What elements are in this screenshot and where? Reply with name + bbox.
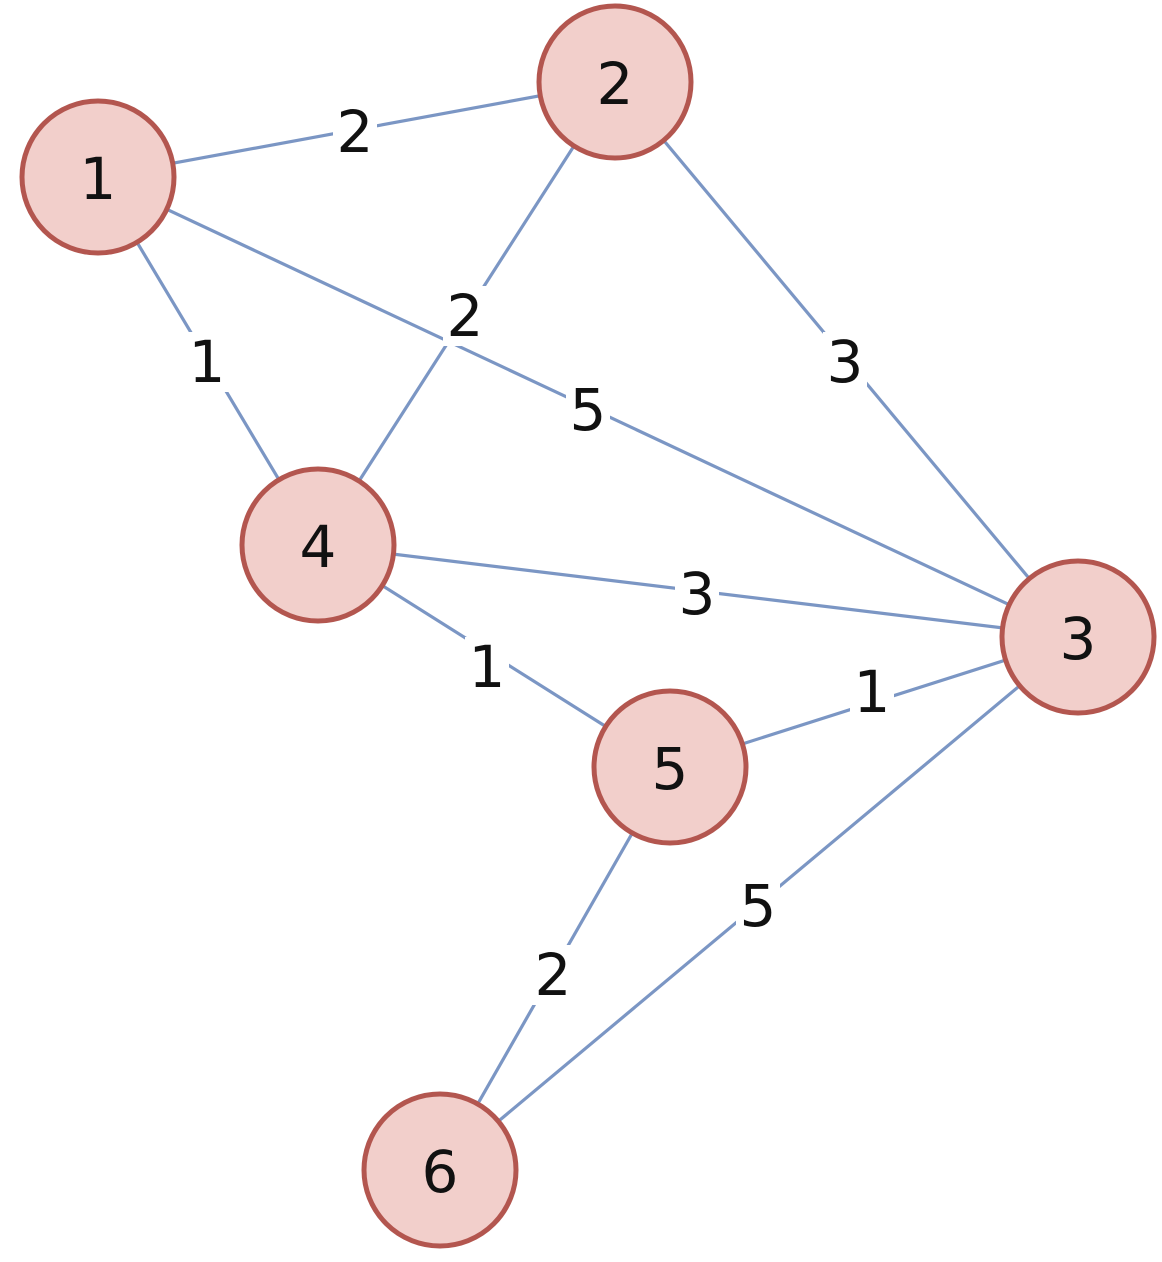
node-circle-6 — [361, 1091, 519, 1249]
edge-weight-label-4-5: 1 — [469, 633, 506, 701]
edge-label-background — [675, 564, 719, 624]
node-label-6: 6 — [422, 1138, 459, 1206]
node-circle-5 — [591, 688, 749, 846]
edge-weight-label-1-4: 1 — [189, 328, 226, 396]
node-1: 1 — [19, 98, 177, 256]
edge-label-background — [850, 662, 894, 722]
edge-weight-label-2-4: 2 — [447, 282, 484, 350]
node-3: 3 — [999, 558, 1157, 716]
edge-label-background — [465, 637, 509, 697]
edge-3-6: 5 — [438, 635, 1080, 1172]
edge-label-background — [736, 876, 780, 936]
node-2: 2 — [536, 3, 694, 161]
edge-1-3: 5 — [97, 175, 1079, 639]
node-5: 5 — [591, 688, 749, 846]
edge-label-background — [823, 332, 867, 392]
edges-layer: 2 1 5 2 3 3 1 1 2 5 — [96, 80, 1080, 1172]
edge-label-background — [185, 332, 229, 392]
node-4: 4 — [239, 466, 397, 624]
node-label-5: 5 — [652, 735, 689, 803]
edge-4-3: 3 — [317, 543, 1079, 639]
edge-weight-label-5-3: 1 — [854, 658, 891, 726]
edge-label-background — [333, 102, 377, 162]
node-circle-4 — [239, 466, 397, 624]
edge-2-4: 2 — [316, 81, 617, 546]
node-6: 6 — [361, 1091, 519, 1249]
edge-label-background — [443, 286, 487, 346]
node-circle-3 — [999, 558, 1157, 716]
edge-label-background — [566, 380, 610, 440]
nodes-layer: 1 2 3 4 5 6 — [19, 3, 1157, 1249]
node-label-1: 1 — [80, 145, 117, 213]
edge-weight-label-4-3: 3 — [679, 560, 716, 628]
edge-weight-label-3-6: 5 — [740, 872, 777, 940]
edge-weight-label-1-3: 5 — [570, 376, 607, 444]
edge-weight-label-2-3: 3 — [827, 328, 864, 396]
node-label-4: 4 — [300, 513, 337, 581]
node-circle-1 — [19, 98, 177, 256]
node-circle-2 — [536, 3, 694, 161]
edge-label-background — [531, 945, 575, 1005]
edge-weight-label-5-6: 2 — [535, 941, 572, 1009]
edge-2-3: 3 — [613, 80, 1080, 639]
edge-weight-label-1-2: 2 — [337, 98, 374, 166]
node-label-2: 2 — [597, 50, 634, 118]
edge-1-2: 2 — [97, 80, 616, 179]
node-label-3: 3 — [1060, 605, 1097, 673]
